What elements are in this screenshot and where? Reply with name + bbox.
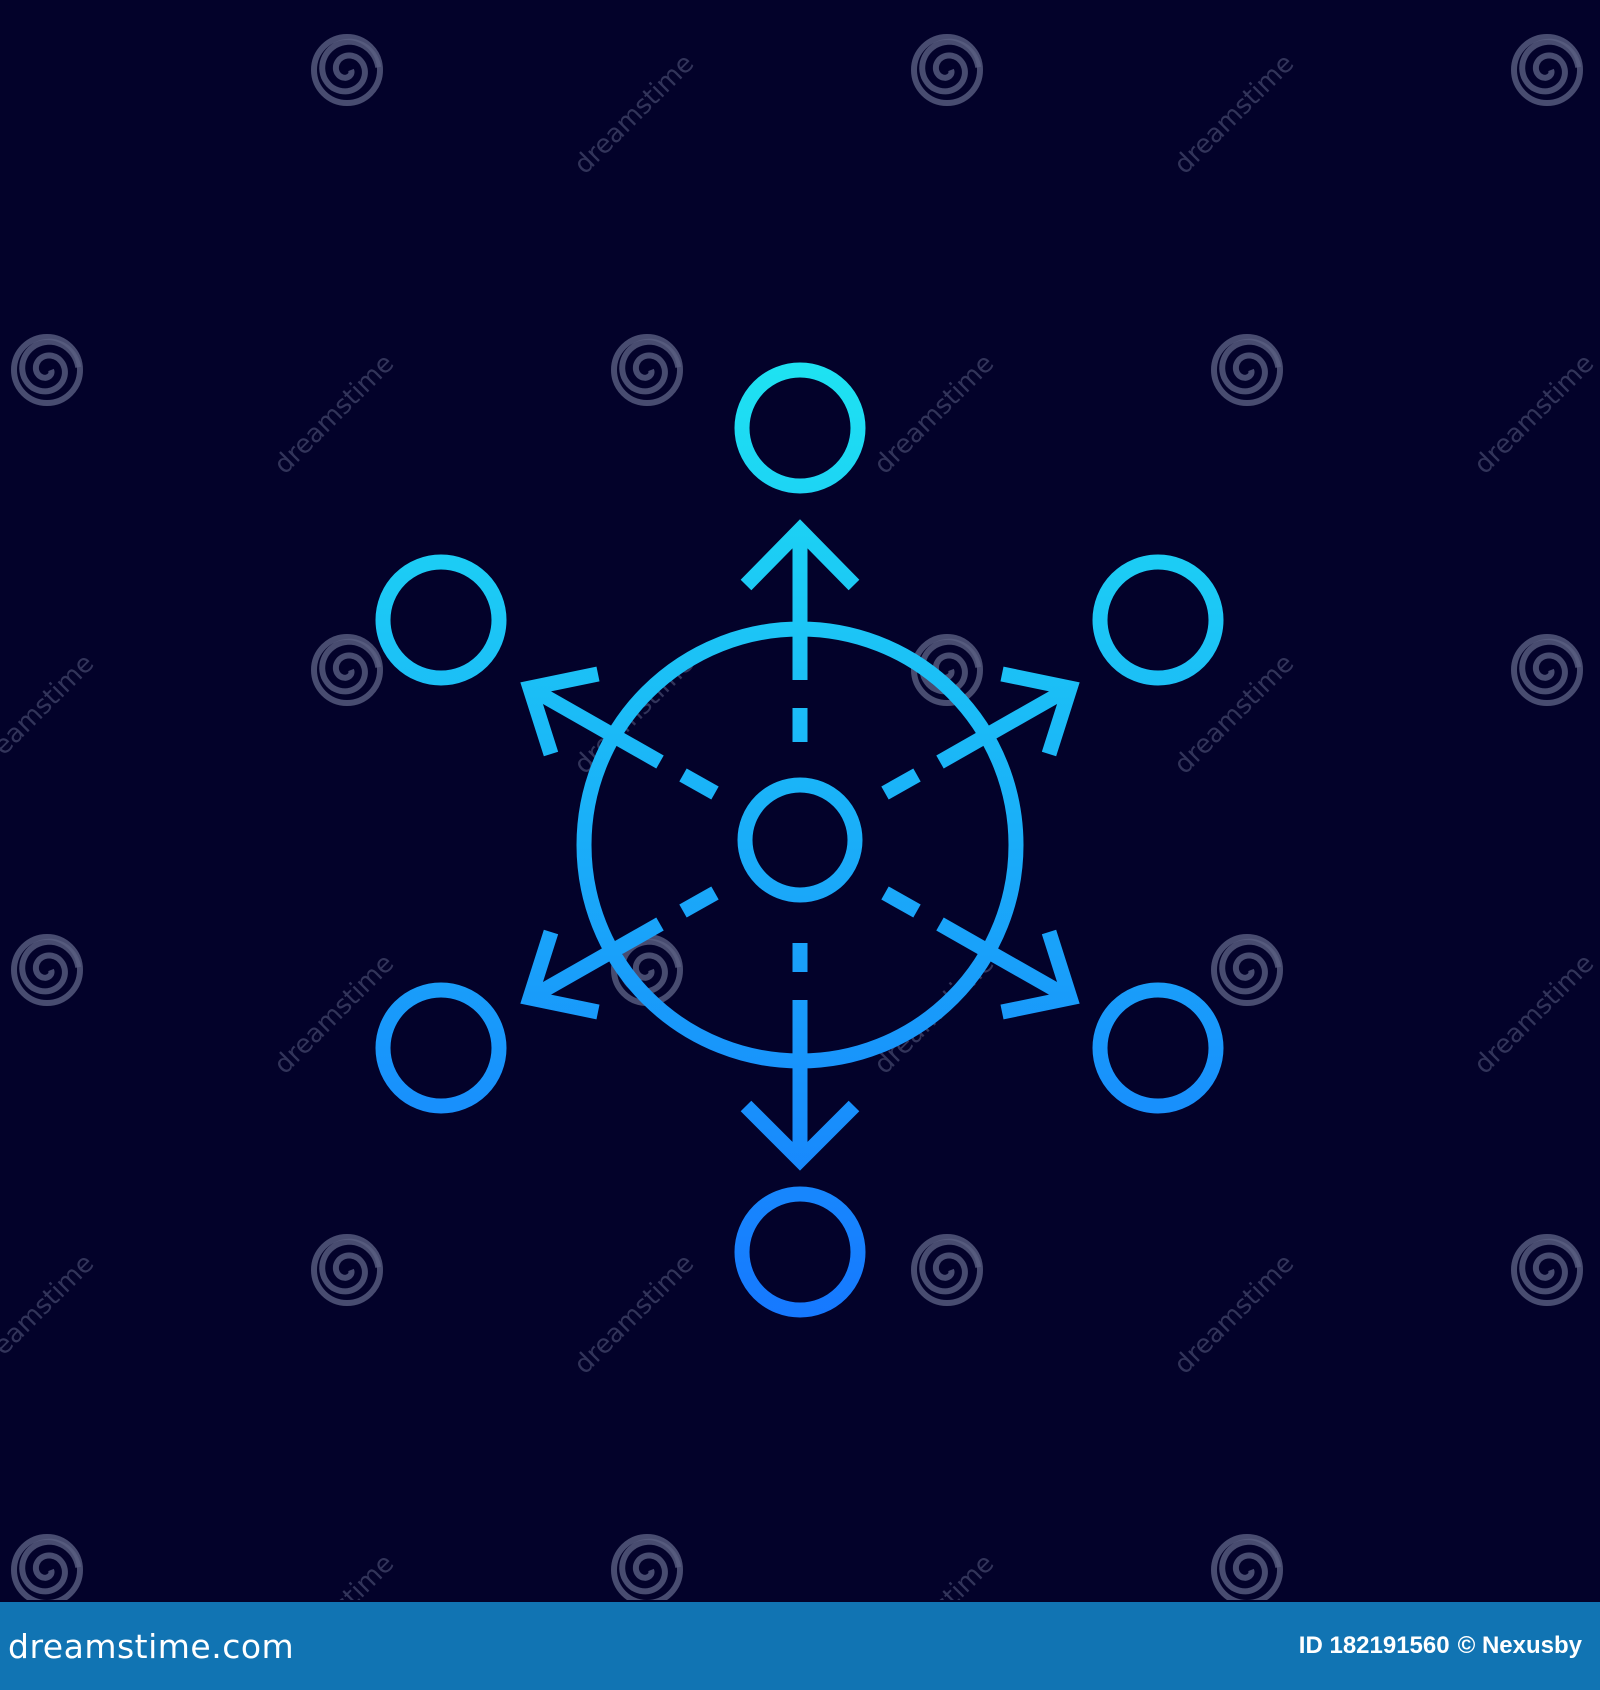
- image-author: © Nexusby: [1457, 1632, 1582, 1659]
- node-top: [734, 362, 866, 494]
- watermark-spiral-icon: [1211, 334, 1283, 406]
- watermark-spiral-icon: [311, 1234, 383, 1306]
- arrow-upper-right: [881, 666, 1080, 800]
- arrow-up: [740, 519, 860, 742]
- watermark-spiral-icon: [1511, 1234, 1583, 1306]
- node-upper-left: [375, 554, 507, 686]
- image-id: ID 182191560: [1298, 1632, 1450, 1659]
- watermark-spiral-icon: [1511, 34, 1583, 106]
- watermark-spiral-icon: [1211, 934, 1283, 1006]
- node-lower-right: [1092, 982, 1224, 1114]
- watermark-spiral-icon: [311, 34, 383, 106]
- arrow-down: [740, 943, 860, 1171]
- arrow-lower-right: [881, 886, 1080, 1020]
- node-bottom: [734, 1186, 866, 1318]
- watermark-spiral-icon: [311, 634, 383, 706]
- node-lower-left: [375, 982, 507, 1114]
- watermark-spiral-icon: [1211, 1534, 1283, 1600]
- center-node: [737, 777, 863, 903]
- arrow-upper-left: [520, 666, 719, 800]
- watermark-spiral-icon: [11, 1534, 83, 1600]
- watermark-spiral-icon: [1511, 634, 1583, 706]
- footer-brand[interactable]: dreamstime.com: [8, 1626, 295, 1666]
- watermark-spiral-icon: [911, 1234, 983, 1306]
- footer-bar: dreamstime.com ID 182191560 © Nexusby: [0, 1602, 1600, 1690]
- watermark-spiral-icon: [611, 334, 683, 406]
- watermark-spiral-icon: [611, 1534, 683, 1600]
- node-upper-right: [1092, 554, 1224, 686]
- arrow-lower-left: [520, 886, 719, 1020]
- watermark-spiral-icon: [911, 34, 983, 106]
- distribution-icon: [375, 362, 1224, 1318]
- watermark-spiral-icon: [11, 934, 83, 1006]
- outer-ring: [576, 621, 1024, 1069]
- footer-meta: ID 182191560 © Nexusby: [1299, 1632, 1582, 1660]
- watermark-spiral-icon: [11, 334, 83, 406]
